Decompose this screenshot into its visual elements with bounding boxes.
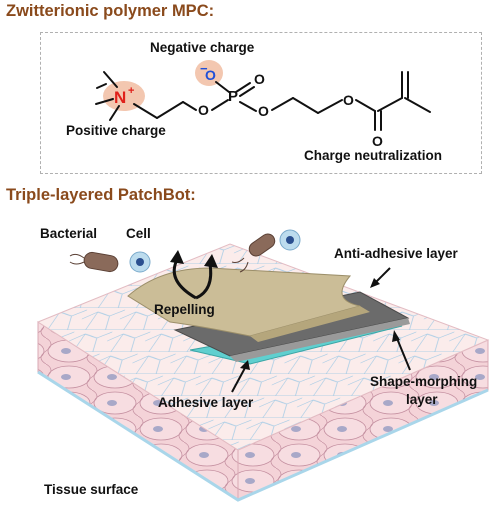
- mpc-section-title: Zwitterionic polymer MPC:: [6, 2, 215, 20]
- label-arrows: [231, 267, 411, 393]
- cell-label: Cell: [126, 226, 151, 241]
- phosphorus-atom: P: [228, 88, 238, 105]
- mpc-molecule: [95, 60, 431, 131]
- ether-oxygen-1: O: [198, 102, 209, 118]
- anti-adhesive-layer-label: Anti-adhesive layer: [334, 246, 458, 261]
- phosphate-negative-oxygen: O: [205, 67, 216, 83]
- ester-oxygen: O: [343, 92, 354, 108]
- nitrogen-plus-sign: +: [128, 85, 134, 97]
- molecule-frame: [40, 32, 482, 174]
- patchbot: [127, 267, 410, 365]
- cell-icon: [129, 251, 151, 273]
- repelled-bacterium-icon: [231, 233, 276, 273]
- repelled-cell-icon: [279, 229, 301, 251]
- adhesive-layer-label: Adhesive layer: [158, 395, 254, 410]
- phosphate-minus-sign: −: [200, 61, 208, 76]
- shape-morphing-layer-label-line1: Shape-morphing: [370, 374, 478, 389]
- phosphate-double-oxygen: O: [254, 71, 265, 87]
- bacterial-label: Bacterial: [40, 226, 98, 241]
- bacterium-icon: [69, 251, 119, 273]
- charge-neutralization-label: Charge neutralization: [304, 148, 443, 163]
- nitrogen-atom: N: [114, 88, 126, 107]
- tissue-surface-label: Tissue surface: [44, 482, 139, 497]
- shape-morphing-layer-label-line2: layer: [406, 392, 438, 407]
- repelling-label: Repelling: [154, 302, 215, 317]
- ether-oxygen-2: O: [258, 103, 269, 119]
- positive-charge-label: Positive charge: [66, 123, 166, 138]
- negative-charge-halo: [195, 60, 223, 86]
- negative-charge-label: Negative charge: [150, 40, 255, 55]
- anti-adhesive-layer: [127, 267, 361, 337]
- patchbot-section-title: Triple-layered PatchBot:: [6, 186, 196, 204]
- carbonyl-oxygen: O: [372, 133, 383, 149]
- repelling-arrows: [172, 261, 213, 300]
